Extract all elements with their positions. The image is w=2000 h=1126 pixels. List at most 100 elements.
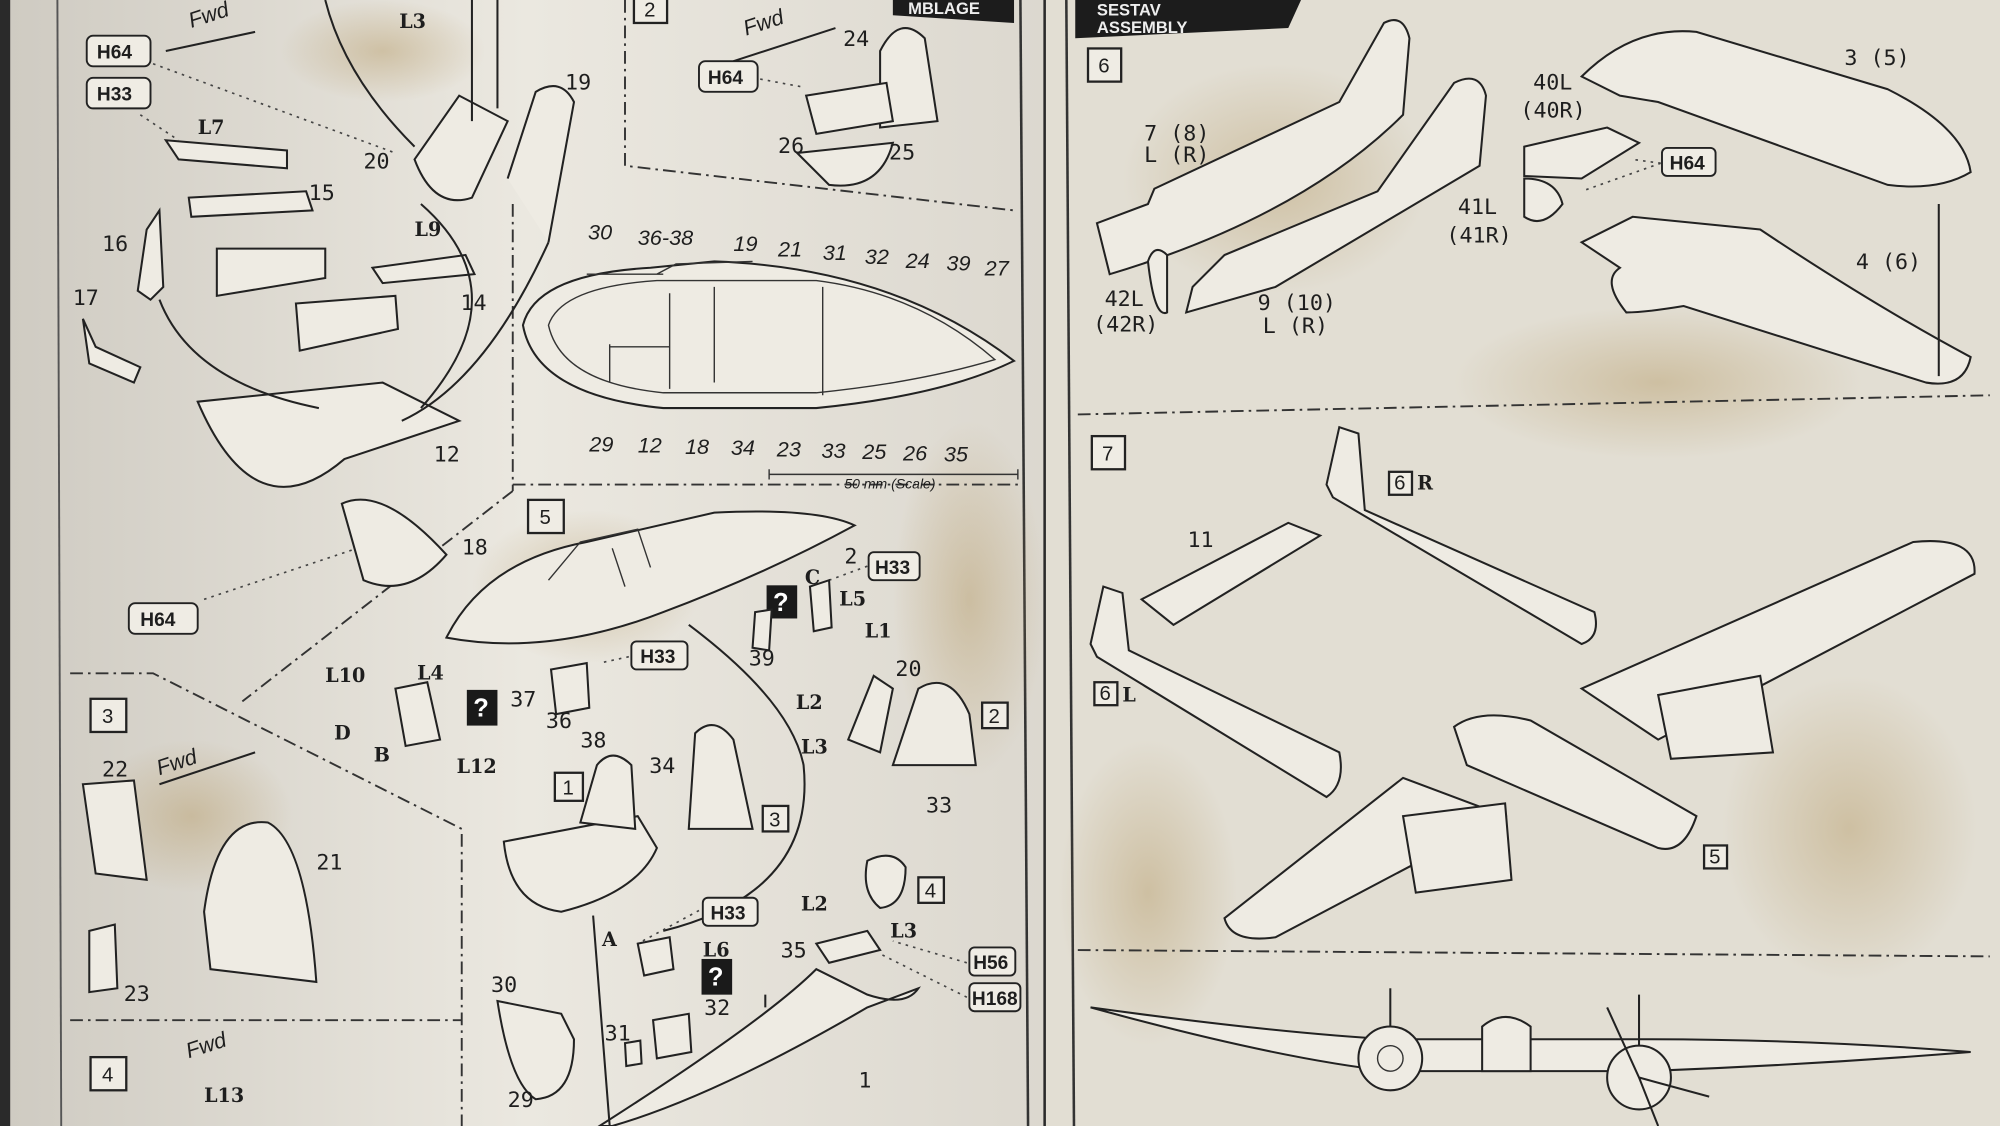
tailplane-part (1139, 521, 1323, 627)
part-label: 33 (926, 793, 952, 818)
tail-boom-left-part (1095, 19, 1411, 276)
divider (511, 204, 1018, 491)
step-number: 2 (644, 0, 655, 22)
part-label: 31 (605, 1022, 631, 1047)
callout-label: 34 (731, 435, 755, 460)
divider (624, 0, 1015, 212)
step-reference: 2 (989, 706, 1000, 728)
step-2-group: 2 Fwd H64 24 26 25 (632, 0, 939, 187)
part-label: 23 (124, 982, 150, 1007)
part-label: (40R) (1520, 98, 1585, 123)
callout-label: 19 (733, 231, 757, 256)
nose-part (1452, 714, 1698, 850)
tag-box (85, 34, 152, 68)
banner-right-text: ASSEMBLY (1097, 18, 1188, 37)
part-label: 29 (508, 1088, 534, 1113)
step-reference-side: L (1122, 683, 1136, 706)
step-number: 4 (102, 1064, 113, 1086)
tag-h33: H33 (640, 647, 675, 668)
part-label: 20 (364, 149, 390, 174)
tag-h64: H64 (708, 68, 743, 89)
right-banner: SESTAV ASSEMBLY (1075, 0, 1302, 39)
banner-left-text: MBLAGE (908, 0, 980, 18)
callout-label: 27 (984, 255, 1010, 280)
callout-label: 25 (861, 439, 887, 464)
tag-h64: H64 (140, 610, 175, 631)
part-label: 30 (491, 973, 517, 998)
part-label: D (334, 722, 351, 745)
part-label: 22 (102, 758, 128, 783)
tag-h33: H33 (710, 903, 745, 924)
part-label: 37 (510, 687, 536, 712)
callout-label: 36-38 (638, 225, 693, 250)
callout-label: 35 (944, 442, 969, 467)
part-label: 9 (10) (1258, 291, 1336, 316)
part-label: 24 (843, 27, 869, 52)
step-3-group: 3 Fwd 22 21 23 (81, 697, 342, 1007)
wing-lower-part (1579, 215, 1972, 385)
svg-text:?: ? (708, 964, 724, 992)
aircraft-front-view (1090, 988, 1971, 1126)
tag-h33: H33 (875, 558, 910, 579)
part-label: 14 (460, 291, 486, 316)
step-6-group: 6 H64 7 (8) L (R) 42L (42R) 9 (10) L (R)… (1086, 19, 1972, 385)
fuselage-cross-section: 30 36-38 19 21 31 32 24 39 27 29 12 18 3… (521, 220, 1019, 491)
part-label: 39 (749, 647, 775, 672)
seat-part (413, 94, 509, 202)
cockpit-tub-part (502, 814, 659, 913)
part-label: L2 (801, 892, 828, 915)
part-label: B (374, 743, 390, 766)
part-label: L3 (399, 10, 426, 33)
part-label: 26 (778, 134, 804, 159)
question-icon: ? (701, 958, 733, 995)
part-label: (41R) (1446, 223, 1511, 248)
tag-h64: H64 (97, 43, 132, 64)
callout-label: 32 (865, 244, 889, 269)
tag-h56: H56 (973, 953, 1008, 974)
part-label: 17 (73, 286, 99, 311)
callout-label: 24 (905, 248, 930, 273)
wing-upper-part (1579, 30, 1972, 188)
callout-label: 33 (821, 438, 845, 463)
step-5-group: 5 H33 H33 H33 H56 H168 1 2 3 4 ? ? ? (325, 498, 1022, 1126)
left-banner: MBLAGE (892, 0, 1015, 23)
step-reference: 5 (1709, 846, 1720, 868)
part-label: 2 (844, 545, 857, 570)
step-number: 3 (102, 706, 113, 728)
callout-label: 26 (902, 440, 928, 465)
step-reference: 1 (563, 777, 574, 799)
part-label: 1 (858, 1069, 871, 1094)
tail-boom-part (1325, 425, 1597, 646)
step-number: 7 (1102, 443, 1113, 465)
step-number-box (632, 0, 669, 25)
part-label: L3 (890, 919, 917, 942)
fuselage-half-part (444, 510, 857, 645)
step-7-group: 7 6 R 6 L 5 11 (1089, 425, 1976, 940)
part-label: 19 (565, 70, 591, 95)
part-label: 15 (309, 181, 335, 206)
part-label: C (805, 566, 820, 589)
scale-label: 50 mm (Scale) (844, 475, 935, 491)
svg-text:?: ? (473, 695, 489, 723)
part-label: L1 (865, 620, 892, 643)
part-label: 16 (102, 232, 128, 257)
part-label: L3 (801, 736, 828, 759)
part-label: 3 (5) (1844, 46, 1909, 71)
tag-h168: H168 (972, 989, 1018, 1010)
step-number: 5 (540, 507, 551, 529)
part-label: L6 (703, 938, 730, 961)
step-number: 6 (1098, 56, 1109, 78)
divider (1077, 394, 1990, 958)
callout-label: 21 (777, 236, 802, 261)
tail-boom-right-part (1184, 77, 1488, 314)
svg-text:?: ? (773, 589, 789, 617)
step-reference: 6 (1099, 683, 1110, 705)
callout-label: 23 (776, 437, 801, 462)
callout-label: 39 (946, 250, 970, 275)
part-label: 36 (546, 709, 572, 734)
part-label: L (R) (1144, 143, 1209, 168)
question-icon: ? (466, 689, 498, 726)
divider (70, 490, 514, 1126)
part-label: 40L (1533, 70, 1572, 95)
